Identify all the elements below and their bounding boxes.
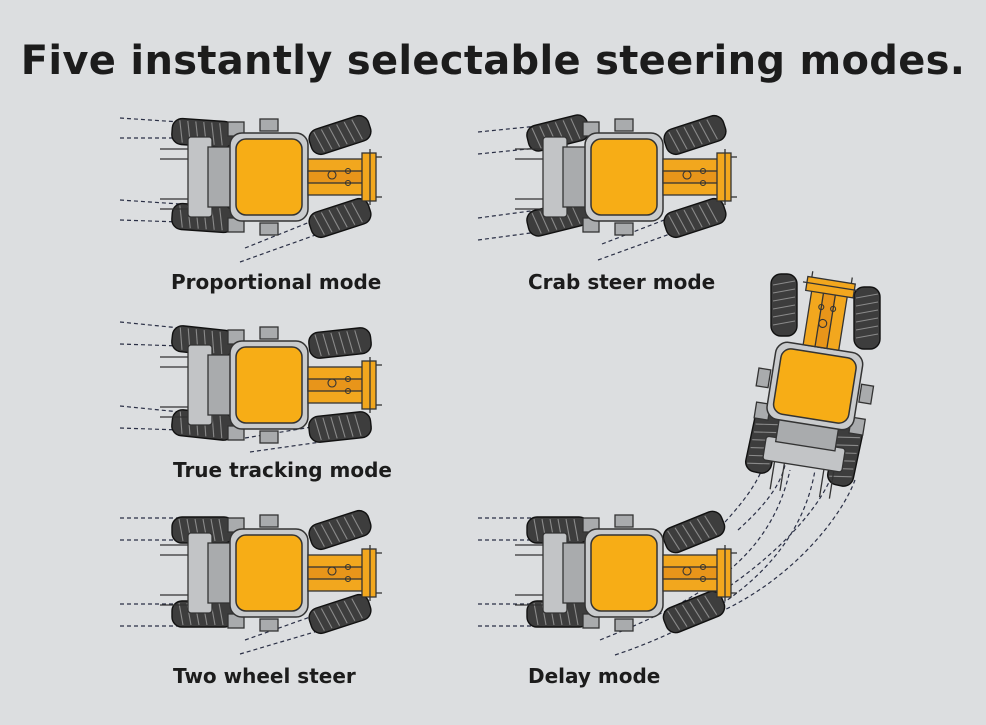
machine-delay [478, 264, 891, 656]
label-true-tracking-mode: True tracking mode [173, 458, 392, 482]
machine-crab-steer [477, 112, 738, 261]
machine-two-wheel-steer [120, 507, 383, 655]
machine-true-tracking [119, 321, 383, 453]
label-two-wheel-steer: Two wheel steer [173, 664, 356, 688]
label-crab-steer-mode: Crab steer mode [528, 270, 716, 294]
label-proportional-mode: Proportional mode [171, 270, 382, 294]
page-title: Five instantly selectable steering modes… [20, 38, 966, 84]
label-delay-mode: Delay mode [528, 664, 661, 688]
machine-proportional [119, 112, 383, 263]
